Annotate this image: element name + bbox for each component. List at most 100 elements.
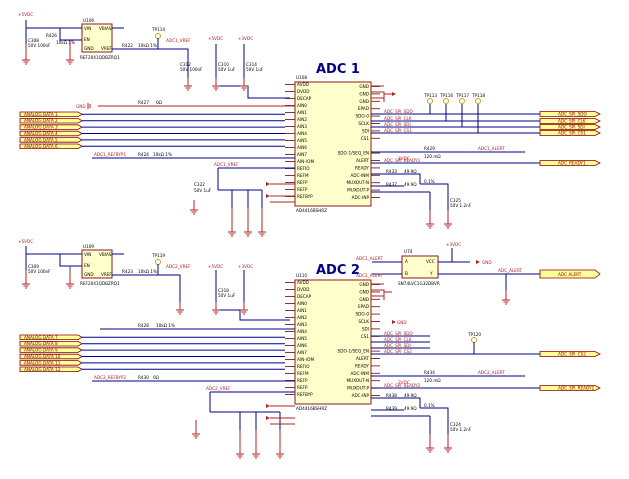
adc2-left-pin-label: REFBYP <box>297 392 313 397</box>
ref-chip-1-pin-en: EN <box>84 37 90 42</box>
testpoint-tp116-label: TP116 <box>439 93 453 98</box>
gnd-symbol-c310 <box>212 78 220 91</box>
spi-port-label: ADC_SPI_SDO <box>558 112 588 117</box>
res-r423-ref: R423 <box>122 269 133 274</box>
adc2-left-pin-label: AVDD <box>297 280 309 285</box>
supply-3v-label-adc2: +3VDC <box>238 264 253 269</box>
adc2-right-pin-label: SCLK <box>358 319 369 324</box>
adc1-right-pin-label: READY <box>355 165 369 170</box>
or-gate-refdes: U74 <box>404 249 413 254</box>
adc1-left-pin-label: DVDD <box>297 89 309 94</box>
ref-chip-2-pin-gnd: GND <box>84 272 94 277</box>
adc2-right-pin-label: GND <box>359 282 369 287</box>
adc1-left-gnd-stubs <box>270 183 295 203</box>
adc1-left-pin-label: AVDD <box>297 82 309 87</box>
gnd-symbol-gate <box>502 290 510 305</box>
supply-3v-label-adc1: +3VDC <box>238 36 253 41</box>
adc2-vref-distribution <box>209 391 295 430</box>
res-r439-ref: R439 <box>386 406 397 411</box>
gnd-symbol-adc2-diff-a <box>426 434 434 453</box>
gnd-symbol-adc1-c <box>258 208 266 237</box>
testpoint-tp120-label: TP120 <box>467 332 481 337</box>
net-adc1-vref-bottom: ADC1_VREF <box>214 162 239 167</box>
adc1-title: ADC 1 <box>316 62 360 77</box>
adc2-right-pin-label: GND <box>359 297 369 302</box>
testpoint-tp113 <box>427 98 433 104</box>
or-gate-pin-b: B <box>405 271 408 276</box>
supply-5v-label-adc2: +5VDC <box>208 264 223 269</box>
net-gate-in1: ADC1_ALERT <box>356 256 383 261</box>
adc2-left-pin-label: REFM <box>297 371 309 376</box>
res-r429-ref: R429 <box>424 146 435 151</box>
analog-data-port <box>19 124 83 130</box>
adc1-right-pin-label: CS1 <box>361 136 370 141</box>
gnd-symbol-ref1 <box>66 40 74 65</box>
spi-port-label: ADC_SPI_CS2 <box>558 352 586 357</box>
analog-data-port <box>19 111 83 117</box>
spi-port <box>539 351 601 357</box>
ref-chip-2-refdes: U109 <box>83 244 94 249</box>
adc1-left-pin-label: AIN3 <box>297 124 307 129</box>
gnd-symbol-adc1-diff-b <box>444 210 452 229</box>
adc1-right-pin-label: SDO-0 <box>356 114 370 119</box>
res-r422-ref: R422 <box>122 43 133 48</box>
res-r437-ref: R437 <box>386 182 397 187</box>
adc1-left-pin-label: REFIO <box>297 166 310 171</box>
net-adc2-vref-bottom: ADC2_VREF <box>206 386 231 391</box>
adc1-left-pin-label: DECAP <box>297 96 312 101</box>
or-gate-wires <box>372 248 540 275</box>
adc2-right-pin-label: SDI <box>362 326 369 331</box>
analog-data-port <box>19 143 83 149</box>
ref1-wires <box>25 20 160 50</box>
adc1-right-pin-label: GND <box>359 99 369 104</box>
res-r428-ref: R428 <box>138 323 149 328</box>
supply-5v-label-adc1: +5VDC <box>208 36 223 41</box>
or-gate-body <box>401 255 439 279</box>
gnd-symbol-c322 <box>190 200 198 215</box>
res-r424-val: 10kΩ 1% <box>153 152 172 157</box>
pwr-3vdc-adc2: 3VDC <box>398 380 410 385</box>
testpoint-tp116 <box>443 98 449 104</box>
cap-c322-ref: C322 <box>194 182 205 187</box>
spi-port-label: ADC_READY1 <box>558 161 586 166</box>
cap-c312-val: 50V 100nF <box>180 67 203 72</box>
gnd-symbol-c308 <box>22 44 30 65</box>
cap-c325-val: 50V 1.2nF <box>450 203 472 208</box>
adc2-left-pin-label: AIN2 <box>297 315 307 320</box>
analog-data-port <box>19 360 83 366</box>
spi-port-label: ADC_SPI_READY2 <box>558 386 595 391</box>
adc1-left-pin-label: REFP <box>297 187 308 192</box>
adc1-right-pin-label: EPAD <box>358 106 369 111</box>
adc1-vref-wires <box>157 38 189 62</box>
spi-port <box>539 160 601 166</box>
adc2-diff-network <box>371 397 449 434</box>
net-adc1-vref-top: ADC1_VREF <box>166 38 191 43</box>
ref-chip-2-pin-vin: VIN <box>84 252 91 257</box>
ref-chip-2-body <box>81 249 113 279</box>
adc2-gnd-arrows <box>266 404 270 420</box>
adc1-right-pin-label: GND <box>359 84 369 89</box>
analog-data-port-label: ANALOG DATA 5 <box>24 137 58 142</box>
adc2-right-pin-label: ALERT <box>356 356 369 361</box>
net-label: ADC_SPI_SDI <box>384 343 411 348</box>
cap-c322-val: 50V 1uF <box>194 188 212 193</box>
or-gate-pin-vcc: VCC <box>426 259 435 264</box>
res-r426-val: 10kΩ 1% <box>56 40 75 45</box>
net-adc2-refbyp: ADC2_REFBYP2 <box>94 375 126 380</box>
spi-port-label: ADC_SPI_SDI <box>558 125 585 130</box>
adc2-chip: U110 AD4416BSHRZ AVDDDVDDDECAPAIN0AIN1AI… <box>285 273 380 411</box>
testpoint-tp117 <box>459 98 465 104</box>
spi-port-label: ADC_SPI_CLK <box>558 119 586 124</box>
gnd-symbol-c312 <box>184 78 192 91</box>
adc2-left-pin-label: REFIO <box>297 364 310 369</box>
analog-data-port-label: ANALOG DATA 9 <box>24 348 58 353</box>
res-r422-val: 10kΩ 1% <box>138 43 157 48</box>
adc1-right-pin-label: ADC-INP <box>352 195 370 200</box>
analog-data-port <box>19 341 83 347</box>
spi-port <box>539 111 601 117</box>
testpoint-tp118-label: TP118 <box>471 93 485 98</box>
adc2-right-pin-label: ADC-INM <box>350 371 369 376</box>
adc1-left-pin-label: REFBYP <box>297 194 313 199</box>
